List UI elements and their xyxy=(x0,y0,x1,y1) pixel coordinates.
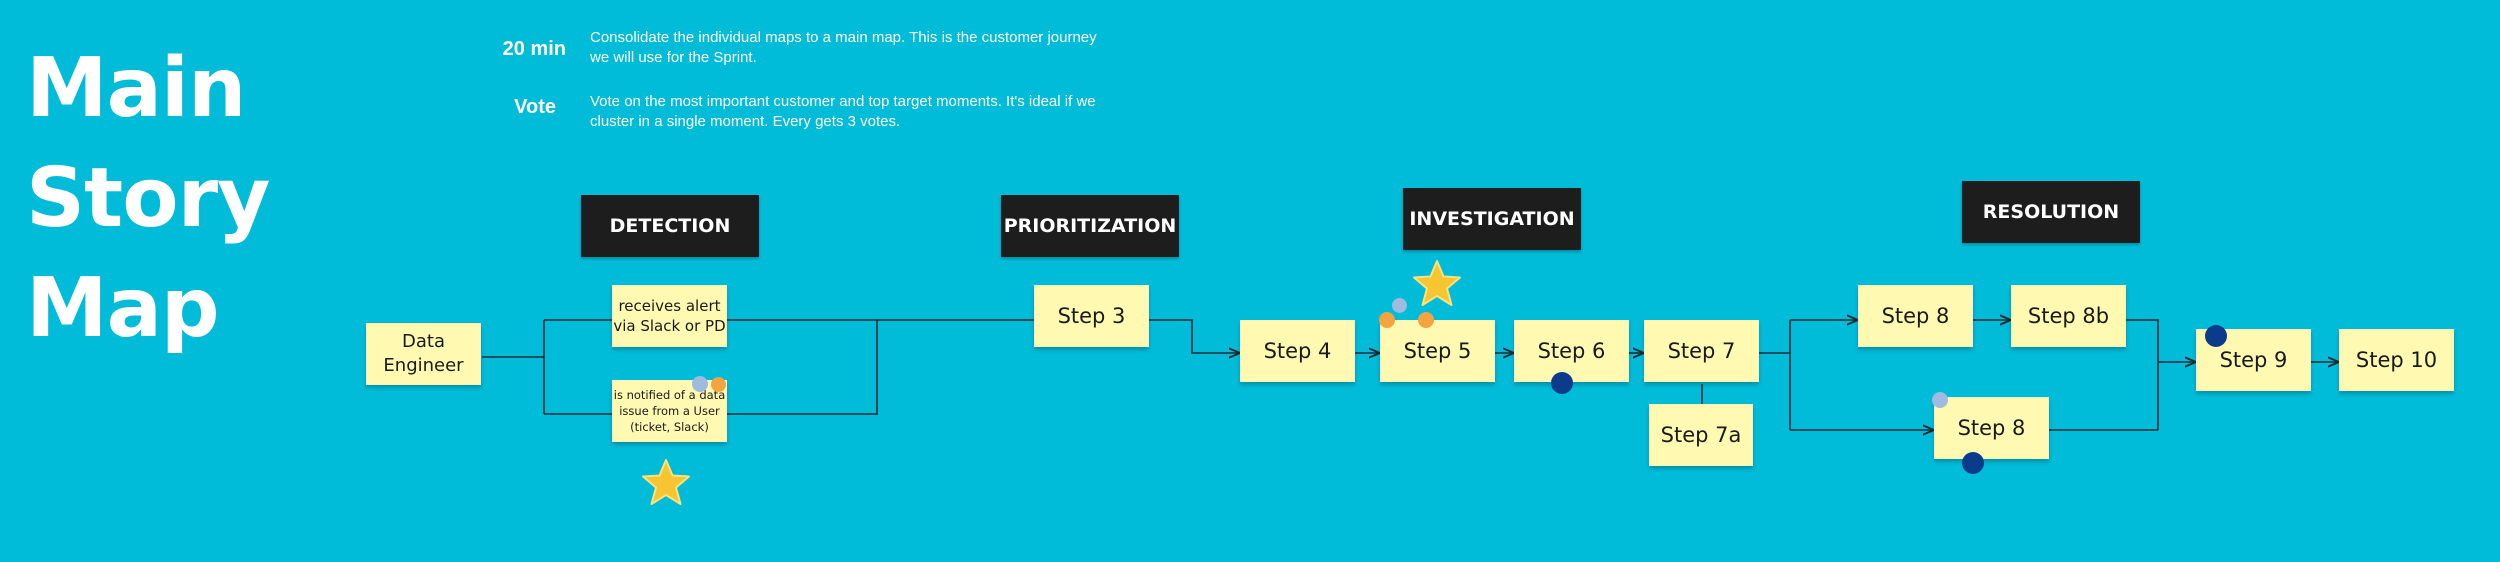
title-line-story: Story xyxy=(26,151,270,246)
star-icon xyxy=(1413,260,1461,306)
sticky-note-step9[interactable]: Step 9 xyxy=(2196,329,2311,391)
connector-step3-step4 xyxy=(1149,319,1240,353)
sticky-note-step8[interactable]: Step 8 xyxy=(1858,285,1973,347)
sticky-note-step10[interactable]: Step 10 xyxy=(2339,329,2454,391)
vote-dot xyxy=(692,376,708,392)
vote-dot xyxy=(1962,452,1984,474)
vote-dot xyxy=(711,377,726,392)
phase-label-prioritization: PRIORITIZATION xyxy=(1001,195,1179,257)
sticky-note-step7[interactable]: Step 7 xyxy=(1644,320,1759,382)
phase-label-investigation: INVESTIGATION xyxy=(1403,188,1581,250)
instruction-time-label: 20 min xyxy=(502,38,566,60)
vote-dot xyxy=(1551,372,1573,394)
sticky-note-step4[interactable]: Step 4 xyxy=(1240,320,1355,382)
vote-dot xyxy=(1379,312,1395,328)
sticky-note-receives-alert[interactable]: receives alert via Slack or PD xyxy=(612,285,727,347)
instruction-vote-text: Vote on the most important customer and … xyxy=(590,93,1096,130)
sticky-note-step5[interactable]: Step 5 xyxy=(1380,320,1495,382)
sticky-note-step8b[interactable]: Step 8b xyxy=(2011,285,2126,347)
vote-dot xyxy=(1418,312,1434,328)
instruction-vote-label: Vote xyxy=(514,96,556,118)
title-line-main: Main xyxy=(26,41,246,136)
connector-step8b-merge xyxy=(2126,319,2159,430)
vote-dot xyxy=(2205,325,2227,347)
sticky-note-step7a[interactable]: Step 7a xyxy=(1649,404,1753,466)
connector-notified-merge xyxy=(727,320,878,415)
star-icon xyxy=(642,459,690,505)
vote-dot xyxy=(1932,392,1948,408)
title-line-map: Map xyxy=(26,261,220,356)
sticky-note-step6[interactable]: Step 6 xyxy=(1514,320,1629,382)
page-title: Main Story Map xyxy=(26,34,270,364)
instruction-time-text: Consolidate the individual maps to a mai… xyxy=(590,29,1097,66)
vote-dot xyxy=(1392,298,1407,313)
sticky-note-step3[interactable]: Step 3 xyxy=(1034,285,1149,347)
sticky-note-step8-lower[interactable]: Step 8 xyxy=(1934,397,2049,459)
phase-label-detection: DETECTION xyxy=(581,195,759,257)
sticky-note-notified[interactable]: is notified of a data issue from a User … xyxy=(612,380,727,442)
sticky-note-actor[interactable]: Data Engineer xyxy=(366,323,481,385)
phase-label-resolution: RESOLUTION xyxy=(1962,181,2140,243)
